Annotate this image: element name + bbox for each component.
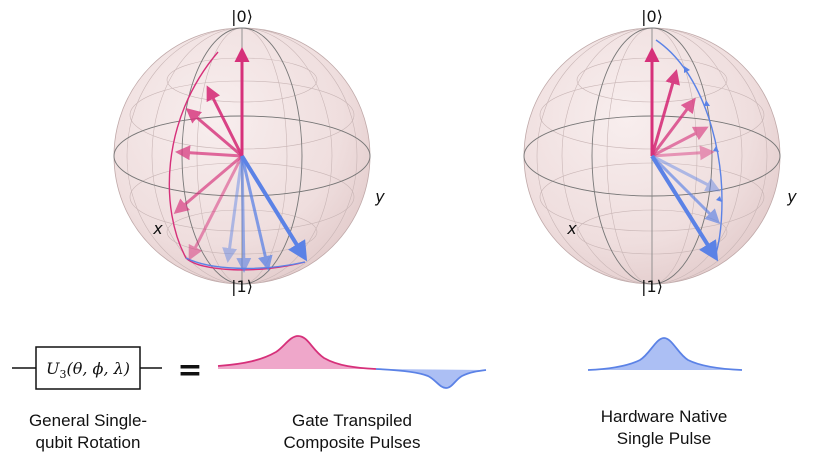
composite-pulses xyxy=(217,335,487,389)
pink-pulse xyxy=(218,336,376,369)
x-axis-label-right: x xyxy=(566,219,577,238)
state-vectors-pink xyxy=(173,47,250,261)
x-axis-label-left: x xyxy=(152,219,163,238)
caption-composite-pulses: Gate Transpiled Composite Pulses xyxy=(283,411,421,452)
caption-general-rotation: General Single- qubit Rotation xyxy=(28,411,148,452)
bloch-sphere-left: |0⟩ |1⟩ x y xyxy=(113,7,385,296)
state-vectors-pink xyxy=(644,47,715,161)
trajectory-arc xyxy=(168,51,306,271)
native-single-pulse xyxy=(587,337,743,371)
ket0-label-right: |0⟩ xyxy=(641,7,663,26)
state-vectors-blue xyxy=(222,154,308,273)
gate-label: U3(θ, ϕ, λ) xyxy=(46,359,130,381)
blue-pulse-negative xyxy=(376,369,486,388)
equals-sign: = xyxy=(177,353,202,388)
blue-pulse xyxy=(588,338,742,370)
caption-native-pulse: Hardware Native Single Pulse xyxy=(600,407,728,448)
y-axis-label-left: y xyxy=(374,187,385,206)
ket0-label-left: |0⟩ xyxy=(231,7,253,26)
bloch-sphere-right: |0⟩ |1⟩ x y xyxy=(523,7,797,296)
u3-gate: U3(θ, ϕ, λ) xyxy=(12,346,162,390)
state-vectors-blue xyxy=(650,154,721,262)
gate-box xyxy=(35,346,141,390)
ket1-label-right: |1⟩ xyxy=(641,277,663,296)
ket1-label-left: |1⟩ xyxy=(231,277,253,296)
trajectory-arc xyxy=(655,39,723,259)
y-axis-label-right: y xyxy=(786,187,797,206)
